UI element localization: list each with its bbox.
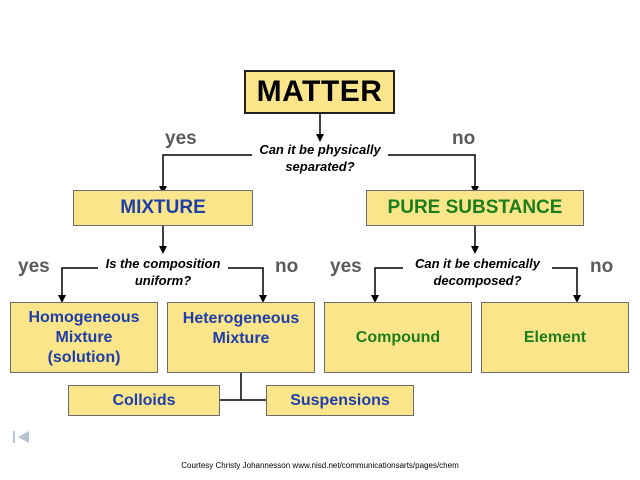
question-composition-uniform-line2: uniform? <box>134 272 192 288</box>
question-physically-separated-line1: Can it be physically <box>259 142 381 157</box>
node-compound: Compound <box>324 302 472 373</box>
node-mixture-label: MIXTURE <box>120 197 206 219</box>
node-element-label: Element <box>523 328 587 346</box>
node-colloids: Colloids <box>68 385 220 416</box>
node-homogeneous-line1: Homogeneous <box>28 308 140 326</box>
question-physically-separated: Can it be physically separated? <box>246 142 394 176</box>
node-colloids-label: Colloids <box>112 391 176 409</box>
connector-to-mixture <box>159 154 252 194</box>
node-heterogeneous-line1: Heterogeneous <box>182 310 300 327</box>
answer-mixture-yes: yes <box>18 256 50 277</box>
node-heterogeneous-mixture: Heterogeneous Mixture <box>167 302 315 373</box>
node-matter: MATTER <box>244 70 395 114</box>
node-suspensions: Suspensions <box>266 385 414 416</box>
node-element: Element <box>481 302 629 373</box>
node-mixture: MIXTURE <box>73 190 253 226</box>
node-heterogeneous-line2: Mixture <box>212 330 270 347</box>
answer-top-no: no <box>452 128 476 149</box>
question-composition-uniform-line1: Is the composition <box>105 256 221 271</box>
question-chemically-decomposed-line1: Can it be chemically <box>415 256 540 271</box>
connector-to-compound <box>371 267 403 303</box>
node-compound-label: Compound <box>355 328 441 346</box>
answer-pure-no: no <box>590 256 614 277</box>
node-homogeneous-mixture: Homogeneous Mixture (solution) <box>10 302 158 373</box>
answer-pure-yes: yes <box>330 256 362 277</box>
answer-top-yes: yes <box>165 128 197 149</box>
back-to-start-icon[interactable] <box>10 428 34 446</box>
question-chemically-decomposed: Can it be chemically decomposed? <box>400 256 555 290</box>
answer-mixture-no: no <box>275 256 299 277</box>
node-homogeneous-line2: Mixture <box>55 328 113 346</box>
question-physically-separated-line2: separated? <box>285 158 355 174</box>
credit-text: Courtesy Christy Johannesson www.nisd.ne… <box>181 461 459 470</box>
node-pure-substance: PURE SUBSTANCE <box>366 190 584 226</box>
question-chemically-decomposed-line2: decomposed? <box>433 272 522 288</box>
connector-to-heterogeneous <box>228 267 267 303</box>
node-matter-label: MATTER <box>256 75 383 109</box>
node-homogeneous-line3: (solution) <box>47 348 121 366</box>
question-composition-uniform: Is the composition uniform? <box>93 256 233 290</box>
connector-to-homogeneous <box>58 267 98 303</box>
connector-to-pure <box>388 154 479 194</box>
connector-to-element <box>552 267 581 303</box>
back-to-start-icon-glyph <box>13 431 29 443</box>
node-pure-substance-label: PURE SUBSTANCE <box>387 197 563 219</box>
node-suspensions-label: Suspensions <box>290 391 390 409</box>
